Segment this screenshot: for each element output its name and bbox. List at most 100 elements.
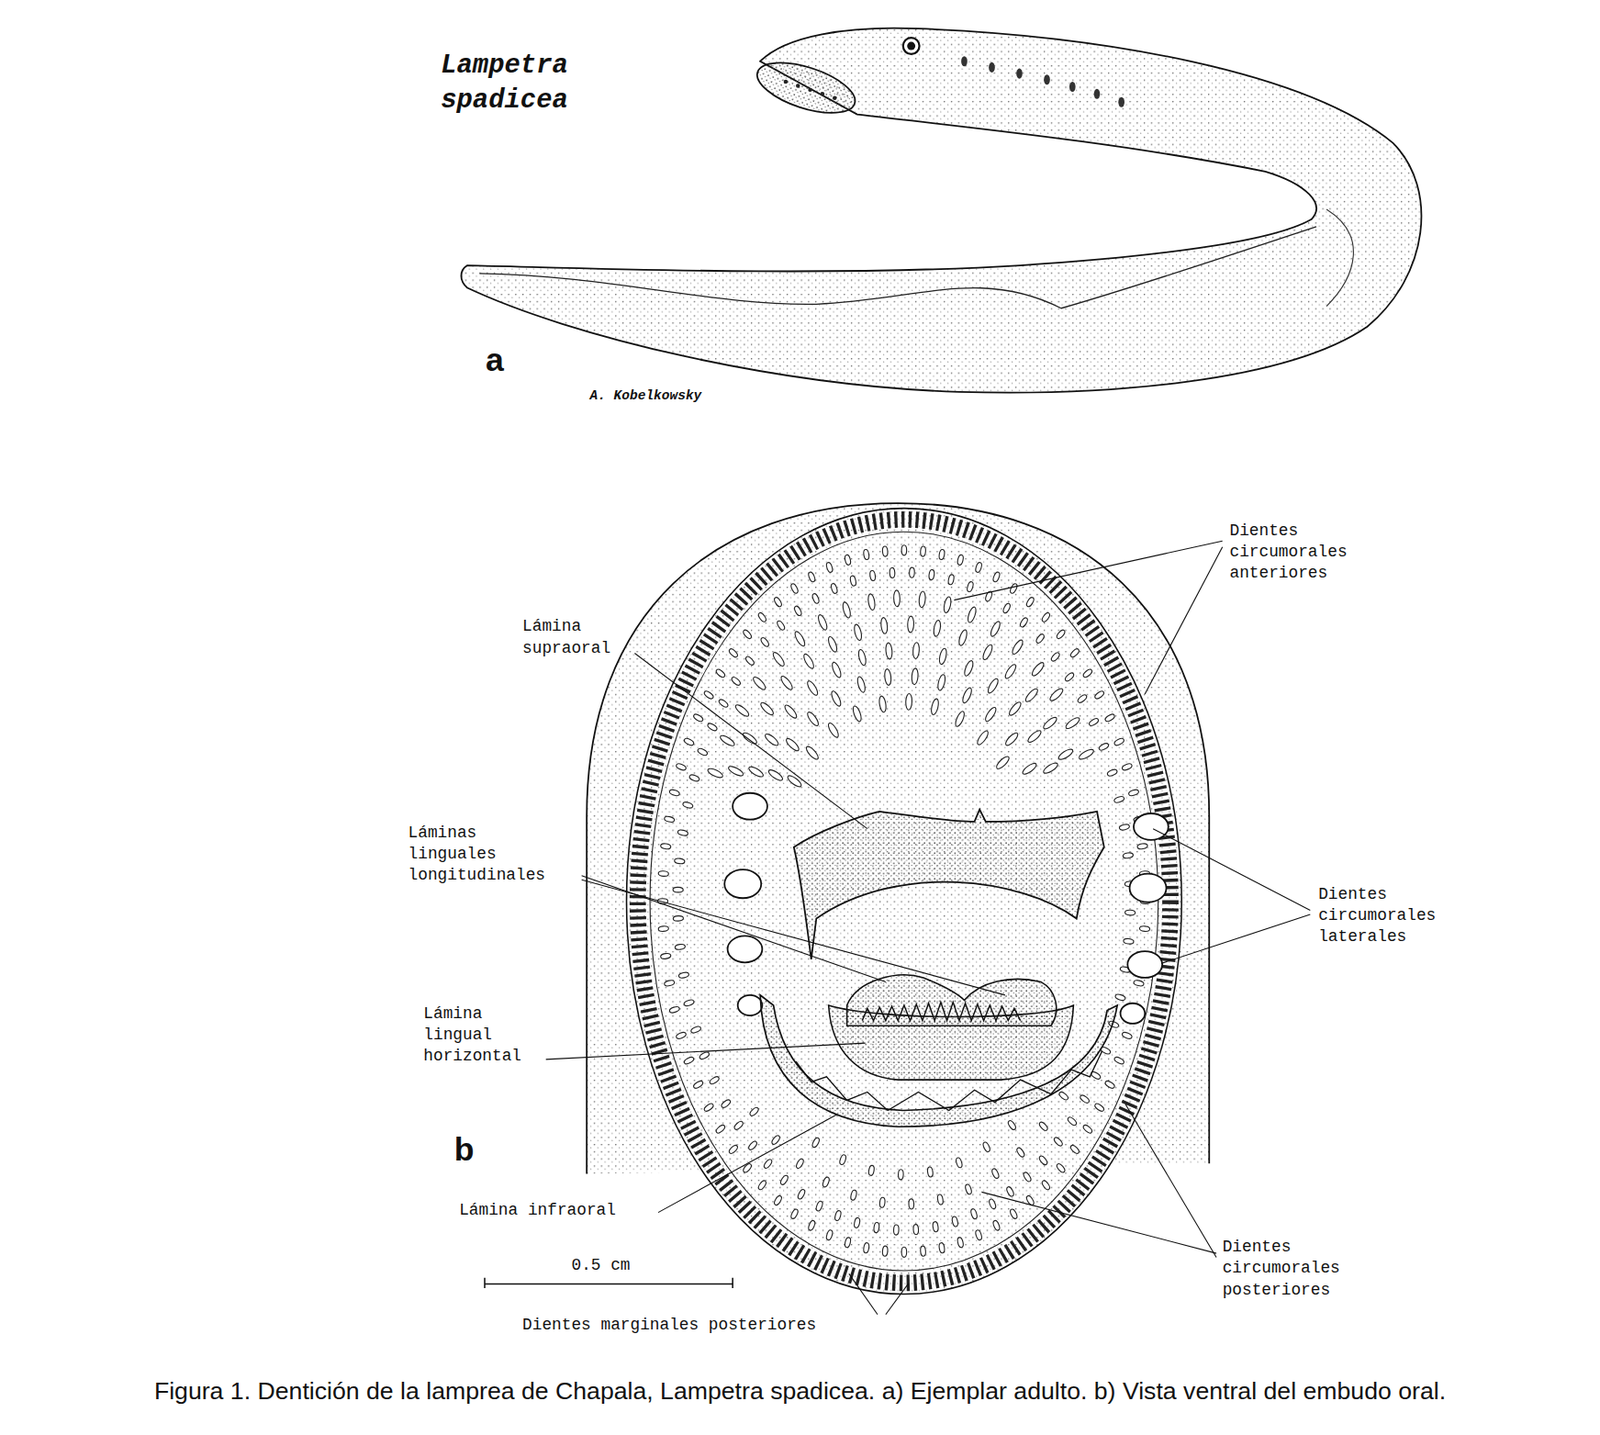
tooth bbox=[1124, 909, 1135, 916]
tooth bbox=[932, 1220, 940, 1232]
tooth bbox=[783, 703, 799, 720]
tooth bbox=[1015, 1146, 1026, 1158]
tooth bbox=[1069, 647, 1081, 659]
tooth bbox=[658, 925, 670, 931]
tooth bbox=[878, 695, 887, 714]
tooth bbox=[785, 773, 803, 789]
tooth bbox=[1048, 686, 1065, 703]
tooth bbox=[741, 628, 752, 640]
tooth bbox=[927, 1166, 934, 1178]
tooth bbox=[1104, 713, 1116, 724]
tooth bbox=[869, 570, 876, 582]
tooth bbox=[673, 857, 685, 864]
tooth bbox=[857, 648, 868, 667]
tooth bbox=[901, 1246, 907, 1257]
tooth bbox=[772, 595, 784, 607]
tooth bbox=[1055, 628, 1066, 640]
part-label: Lámina supraoral bbox=[522, 615, 635, 659]
tooth bbox=[1041, 715, 1059, 731]
tooth bbox=[1139, 925, 1151, 931]
tooth bbox=[688, 773, 700, 783]
tooth bbox=[804, 744, 820, 761]
tooth bbox=[802, 652, 817, 671]
tooth bbox=[715, 668, 727, 679]
tooth bbox=[956, 554, 964, 566]
tooth bbox=[1018, 616, 1030, 628]
tooth bbox=[884, 642, 893, 660]
tooth bbox=[974, 1229, 984, 1241]
tooth bbox=[880, 616, 888, 634]
tooth bbox=[720, 1098, 732, 1109]
tooth bbox=[825, 1229, 834, 1241]
tooth bbox=[1087, 716, 1099, 728]
part-label: Láminas linguales longitudinales bbox=[408, 822, 562, 886]
species-title: Lampetra spadicea bbox=[440, 48, 615, 118]
infraoral-cusps bbox=[795, 1051, 1102, 1110]
tooth bbox=[1058, 1090, 1070, 1101]
tooth bbox=[771, 1134, 782, 1146]
tooth bbox=[882, 546, 888, 558]
tooth bbox=[908, 1198, 915, 1209]
tooth bbox=[953, 710, 966, 728]
tooth bbox=[692, 1079, 704, 1090]
tooth bbox=[815, 1199, 824, 1211]
tooth bbox=[805, 710, 821, 728]
tooth bbox=[708, 1074, 720, 1086]
tooth bbox=[827, 635, 840, 653]
tooth bbox=[856, 675, 867, 694]
tooth bbox=[984, 705, 998, 723]
tooth bbox=[821, 1175, 830, 1187]
tooth bbox=[1077, 747, 1096, 761]
tooth bbox=[779, 674, 795, 692]
tooth bbox=[1066, 1115, 1078, 1127]
scale-bar bbox=[484, 1277, 733, 1288]
figure-caption: Figura 1. Dentición de la lamprea de Cha… bbox=[154, 1375, 1446, 1408]
supraoral-lamina bbox=[794, 809, 1105, 960]
tooth bbox=[868, 1164, 875, 1176]
tooth bbox=[741, 730, 759, 746]
tooth bbox=[951, 1215, 959, 1227]
tooth bbox=[834, 1209, 843, 1221]
tooth bbox=[751, 675, 768, 692]
tooth bbox=[1020, 760, 1038, 776]
tooth bbox=[956, 1236, 964, 1248]
tooth bbox=[879, 1197, 886, 1209]
tooth bbox=[938, 548, 945, 560]
tooth bbox=[672, 886, 683, 893]
tooth bbox=[1137, 842, 1149, 850]
tooth bbox=[937, 1194, 944, 1206]
tooth bbox=[675, 1030, 687, 1040]
tooth bbox=[1121, 762, 1133, 772]
tooth bbox=[919, 1245, 926, 1257]
tooth bbox=[897, 1169, 904, 1180]
tooth bbox=[1097, 741, 1109, 751]
tooth bbox=[918, 591, 927, 608]
tooth bbox=[893, 1224, 899, 1235]
tooth bbox=[1076, 693, 1088, 704]
tooth bbox=[1004, 730, 1020, 747]
tooth bbox=[682, 998, 694, 1007]
tooth bbox=[696, 747, 708, 757]
tooth bbox=[1082, 668, 1094, 679]
tooth bbox=[1122, 851, 1134, 859]
tooth bbox=[747, 1140, 759, 1152]
tooth bbox=[970, 1208, 979, 1220]
oral-disc bbox=[586, 503, 1209, 1294]
tooth bbox=[1069, 1143, 1081, 1155]
tooth bbox=[660, 842, 672, 850]
tooth bbox=[889, 567, 896, 578]
tooth bbox=[1113, 1055, 1125, 1065]
tooth bbox=[1038, 1154, 1049, 1166]
tooth bbox=[1040, 1179, 1052, 1191]
tooth bbox=[1025, 595, 1036, 607]
tooth bbox=[1133, 979, 1145, 987]
tooth bbox=[757, 611, 768, 623]
tooth bbox=[987, 1197, 996, 1209]
artist-credit: A. Kobelkowsky bbox=[590, 387, 703, 405]
tooth bbox=[789, 1208, 799, 1220]
tooth bbox=[660, 952, 672, 960]
tooth bbox=[1008, 582, 1019, 594]
part-label: Dientes marginales posteriores bbox=[522, 1314, 817, 1336]
tooth bbox=[807, 570, 817, 582]
serrated-edge bbox=[861, 1002, 1020, 1021]
